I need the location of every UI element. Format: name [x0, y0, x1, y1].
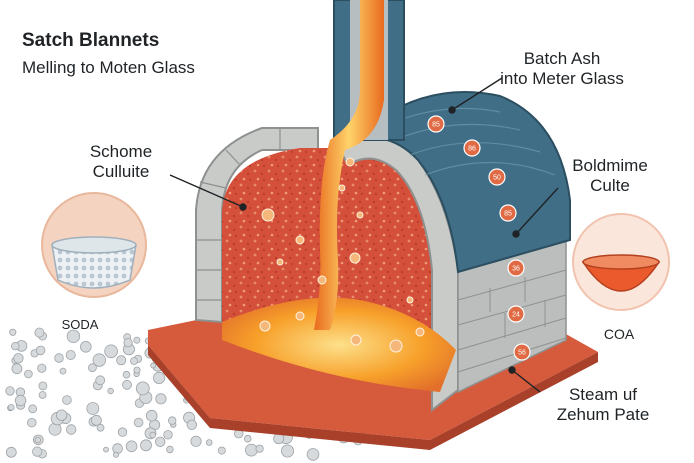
leader-lines [169, 77, 559, 393]
badge-2 [463, 139, 481, 157]
molten-stream [314, 0, 384, 330]
pebble [150, 362, 157, 369]
pebble [65, 349, 76, 360]
pebble [104, 344, 118, 359]
pebble [113, 451, 120, 458]
pebble [65, 424, 77, 435]
badge-label: 36 [512, 266, 520, 273]
pebble [123, 338, 133, 348]
pebble [280, 444, 294, 458]
pebble [5, 386, 15, 396]
pebble [24, 369, 33, 379]
pebble [112, 443, 123, 454]
pebble [255, 444, 264, 453]
badge-4 [499, 204, 517, 222]
pebble [130, 357, 138, 365]
pebble [244, 443, 258, 457]
pebble [217, 446, 226, 455]
pebble [62, 395, 72, 405]
pebble [186, 419, 198, 431]
pebble [153, 371, 166, 384]
diagram-title: Satch Blannets [22, 30, 160, 51]
pebble [96, 423, 105, 432]
pebble [32, 446, 43, 457]
pebble [116, 355, 127, 366]
pebble [145, 409, 158, 422]
badge-5 [507, 259, 525, 277]
badge-label: 24 [512, 312, 520, 319]
pebble [14, 394, 27, 407]
pebble [306, 448, 320, 461]
pebble [243, 434, 252, 443]
pebble [95, 375, 106, 386]
pebble [88, 363, 97, 373]
pebble [205, 439, 213, 446]
pebble [103, 446, 109, 453]
diagram-subtitle: Melling to Moten Glass [22, 58, 195, 77]
pebble [133, 336, 141, 344]
pebble [133, 417, 144, 428]
pebble [37, 363, 47, 373]
badge-3 [488, 168, 506, 186]
badge-label: 85 [504, 211, 512, 218]
pebble [11, 363, 23, 375]
badge-1 [427, 115, 445, 133]
pebble [5, 446, 17, 458]
pebble [38, 391, 47, 399]
pebble [7, 404, 15, 411]
pebble [122, 370, 131, 379]
pebble [66, 329, 81, 344]
pebble [80, 340, 92, 353]
pebble [122, 379, 132, 390]
dome-roof [351, 90, 571, 274]
pebble [140, 439, 152, 452]
pebble [86, 402, 100, 415]
bubbles [259, 157, 425, 353]
left-brick-arch [195, 127, 319, 324]
pebble [13, 353, 24, 364]
pebble [38, 381, 48, 391]
pebble [125, 440, 138, 453]
pebble [28, 404, 38, 414]
pebble [59, 367, 67, 375]
pebble [133, 366, 141, 374]
pebble [167, 416, 177, 425]
badge-label: 85 [432, 122, 440, 129]
soda-inset [41, 192, 147, 298]
pebble [163, 430, 173, 440]
pebble [154, 436, 166, 448]
badge-label: 50 [493, 175, 501, 182]
pebble [92, 353, 107, 367]
pebble [166, 445, 174, 454]
pebble [35, 345, 46, 356]
label-coa: COA [603, 326, 635, 342]
molten-glass-pool [222, 297, 456, 392]
pebble [155, 393, 167, 405]
pebble [55, 409, 68, 421]
badge-label: 56 [518, 350, 526, 357]
pebble [107, 387, 114, 395]
label-soda: SODA [61, 317, 99, 332]
badge-label: 86 [468, 146, 476, 153]
pebble [135, 381, 150, 396]
coa-inset [572, 213, 670, 311]
pebble [54, 353, 64, 363]
badge-7 [513, 343, 531, 361]
pebble [27, 418, 37, 428]
pebble [149, 431, 157, 439]
pebble [190, 435, 202, 447]
pebble [91, 414, 102, 426]
badge-6 [507, 305, 525, 323]
pebble [117, 427, 128, 437]
pebble [9, 328, 17, 336]
pebble [11, 342, 20, 351]
pebble [34, 436, 41, 444]
pebble [34, 327, 45, 338]
